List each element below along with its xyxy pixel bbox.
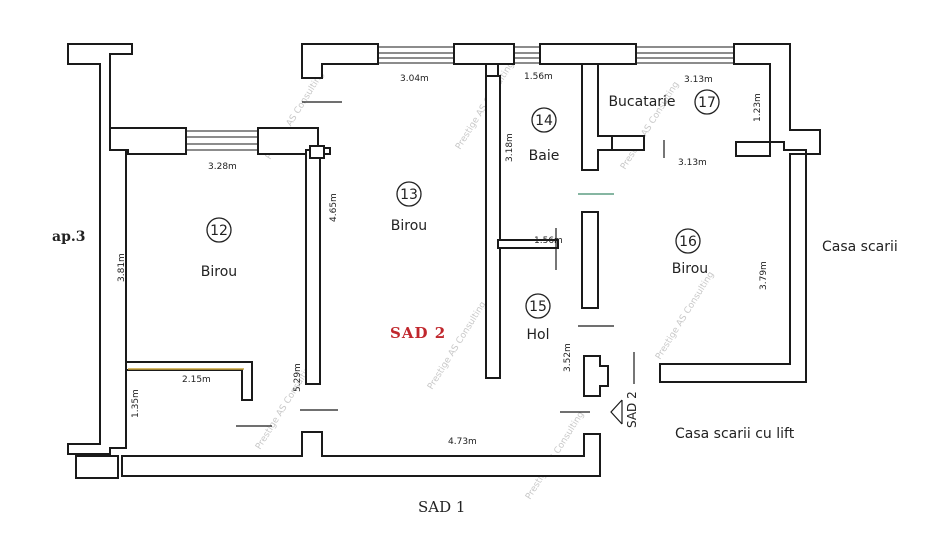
room-16: 16 Birou — [672, 228, 708, 277]
dimensions: 3.04m 1.56m 3.13m 1.23m 3.18m 3.13m 3.28… — [117, 72, 769, 447]
room-number-circle — [525, 293, 551, 319]
apartment-label: ap.3 — [52, 229, 85, 245]
dimension-label: 3.81m — [117, 253, 127, 282]
dimension-label: 3.52m — [563, 343, 573, 372]
openings — [128, 101, 665, 427]
watermark: Prestige AS Consulting — [426, 300, 488, 392]
room-name: Birou — [391, 218, 427, 234]
dimension-label: 3.04m — [400, 74, 429, 84]
room-name: Birou — [201, 264, 237, 280]
elevator-staircase-label: Casa scarii cu lift — [675, 426, 795, 442]
entrance-marker: SAD 2 — [610, 391, 639, 428]
walls — [67, 43, 821, 479]
room-14: 14 Baie — [529, 107, 560, 164]
room-number: 16 — [679, 234, 697, 250]
dimension-label: 4.73m — [448, 437, 477, 447]
dimension-label: 3.28m — [208, 162, 237, 172]
dimension-label: 3.18m — [505, 133, 515, 162]
room-17: Bucatarie 17 — [608, 89, 720, 115]
dimension-label: 1.56m — [534, 236, 563, 246]
room-name: Bucatarie — [608, 94, 675, 110]
room-number-circle — [675, 228, 701, 254]
room-name: Birou — [672, 261, 708, 277]
watermark: Prestige AS Consulting — [654, 270, 716, 362]
room-number-circle — [531, 107, 557, 133]
entrance-marker-label: SAD 2 — [625, 391, 639, 428]
triangle-icon — [610, 399, 623, 425]
dimension-label: 4.65m — [329, 193, 339, 222]
room-name: Baie — [529, 148, 560, 164]
sad1-label: SAD 1 — [418, 498, 465, 516]
room-13: 13 Birou — [391, 181, 427, 234]
room-number: 17 — [698, 95, 716, 111]
sad2-label: SAD 2 — [390, 324, 446, 342]
dimension-label: 5.29m — [293, 363, 303, 392]
room-number-circle — [694, 89, 720, 115]
dimension-label: 3.13m — [678, 158, 707, 168]
room-number: 13 — [400, 187, 418, 203]
staircase-label: Casa scarii — [822, 239, 898, 255]
dimension-label: 3.79m — [759, 261, 769, 290]
dimension-label: 3.13m — [684, 75, 713, 85]
room-15: 15 Hol — [525, 293, 551, 343]
room-number: 14 — [535, 113, 553, 129]
room-12: 12 Birou — [201, 217, 237, 280]
dimension-label: 2.15m — [182, 375, 211, 385]
room-number: 15 — [529, 299, 547, 315]
room-name: Hol — [527, 327, 550, 343]
dimension-label: 1.35m — [131, 389, 141, 418]
room-number-circle — [396, 181, 422, 207]
dimension-label: 1.56m — [524, 72, 553, 82]
room-number: 12 — [210, 223, 228, 239]
dimension-label: 1.23m — [753, 93, 763, 122]
room-number-circle — [206, 217, 232, 243]
